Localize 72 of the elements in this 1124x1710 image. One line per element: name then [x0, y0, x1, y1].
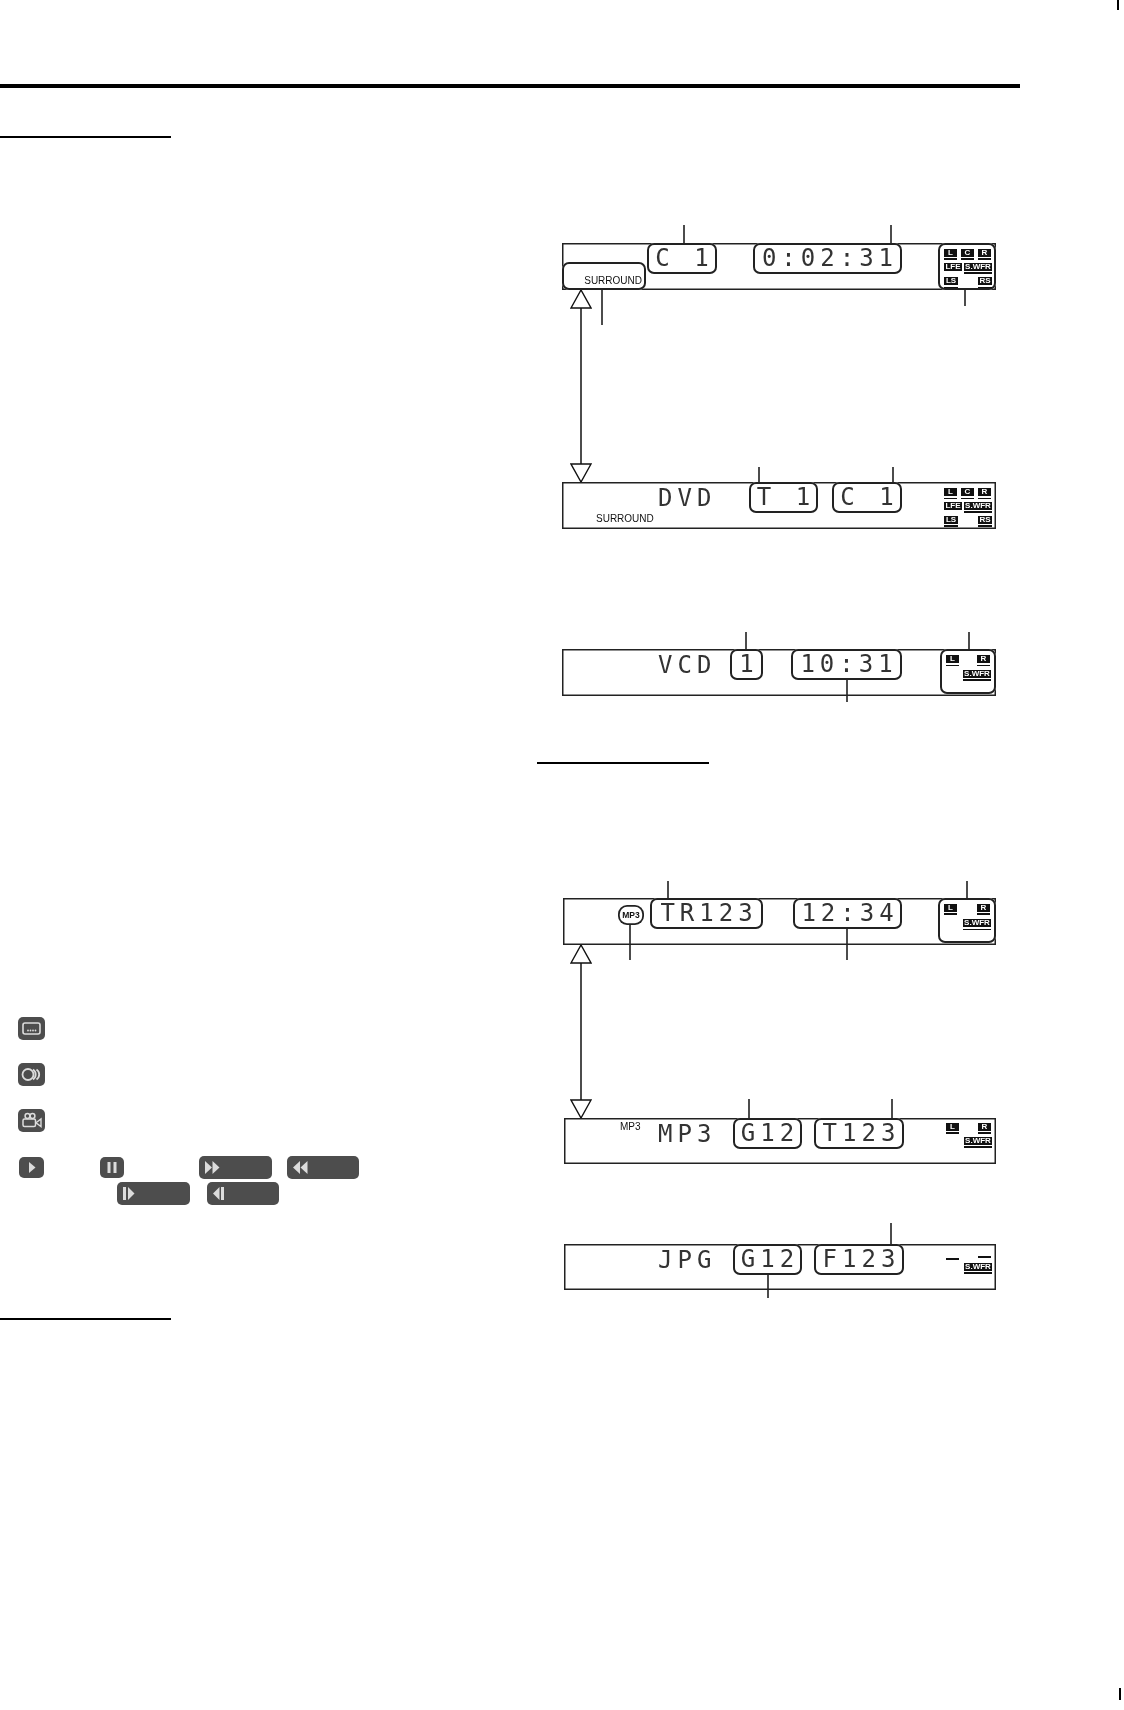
display-readout: 12:34 — [793, 898, 902, 929]
channel-indicator: L — [944, 249, 957, 260]
display-readout: C 1 — [647, 243, 717, 274]
display-readout: 1 — [730, 649, 763, 680]
leader-line — [966, 880, 968, 899]
display-text: JPG — [658, 1246, 717, 1274]
display-readout: T 1 — [749, 482, 818, 513]
channel-indicator: R — [977, 904, 990, 915]
leader-line — [964, 289, 966, 307]
channel-indicator: R — [978, 1123, 991, 1134]
leader-line — [667, 880, 669, 899]
leader-line — [748, 1098, 750, 1119]
channel-indicator: S.WFR — [964, 1137, 992, 1148]
leader-line — [601, 289, 603, 326]
double-arrow — [570, 289, 592, 483]
channel-indicator: LFE — [944, 263, 962, 271]
display-panel — [562, 482, 996, 529]
channel-indicator: C — [961, 488, 974, 499]
leader-line — [890, 224, 892, 244]
channel-indicator: LFE — [944, 502, 962, 510]
channel-indicator: S.WFR — [964, 1263, 992, 1274]
channel-indicator: R — [978, 249, 991, 260]
display-panel — [564, 1244, 996, 1290]
double-arrow — [570, 944, 592, 1119]
display-readout: 10:31 — [791, 649, 902, 680]
leader-line — [683, 224, 685, 244]
channel-indicator: R — [978, 488, 991, 499]
channel-indicator: RS — [978, 277, 992, 288]
channel-indicator: LS — [944, 516, 958, 527]
indicator-text: SURROUND — [596, 513, 654, 525]
channel-indicator: L — [944, 488, 957, 499]
channel-indicator: L — [944, 904, 957, 915]
display-readout: T123 — [814, 1118, 904, 1149]
leader-line — [846, 928, 848, 961]
channel-indicator: L — [946, 1123, 959, 1134]
channel-indicator: S.WFR — [963, 919, 991, 930]
display-panel — [563, 898, 996, 945]
format-indicator: MP3 — [618, 905, 644, 925]
display-readout: 0:02:31 — [753, 243, 902, 274]
indicator-frame — [940, 649, 996, 694]
indicator-frame — [938, 898, 996, 943]
display-text: VCD — [658, 651, 717, 679]
leader-line — [758, 466, 760, 483]
channel-indicator: S.WFR — [964, 502, 992, 513]
channel-indicator: L — [946, 655, 959, 666]
indicator-frame: SURROUND — [562, 262, 646, 290]
leader-line — [767, 1274, 769, 1299]
leader-line — [892, 466, 894, 483]
indicator-text: MP3 — [620, 1121, 641, 1133]
display-text: DVD — [658, 484, 717, 512]
leader-line — [891, 1098, 893, 1119]
display-panel — [564, 1118, 996, 1164]
display-readout: F123 — [814, 1244, 904, 1275]
channel-indicator: R — [977, 655, 990, 666]
channel-indicator: S.WFR — [964, 263, 992, 274]
channel-indicator: S.WFR — [963, 670, 991, 681]
display-readout: C 1 — [832, 482, 902, 513]
display-readout: TR123 — [650, 898, 763, 929]
indicator-frame — [938, 243, 996, 290]
display-panel — [562, 649, 996, 696]
leader-line — [846, 679, 848, 703]
display-readout: G12 — [733, 1118, 802, 1149]
leader-line — [629, 924, 631, 961]
display-text: MP3 — [658, 1120, 717, 1148]
display-readout: G12 — [733, 1244, 802, 1275]
leader-line — [890, 1222, 892, 1245]
leader-line — [745, 631, 747, 650]
channel-indicator: LS — [944, 277, 958, 288]
channel-indicator: C — [961, 249, 974, 260]
display-panel — [562, 243, 996, 290]
leader-line — [968, 631, 970, 650]
channel-indicator: RS — [978, 516, 992, 527]
